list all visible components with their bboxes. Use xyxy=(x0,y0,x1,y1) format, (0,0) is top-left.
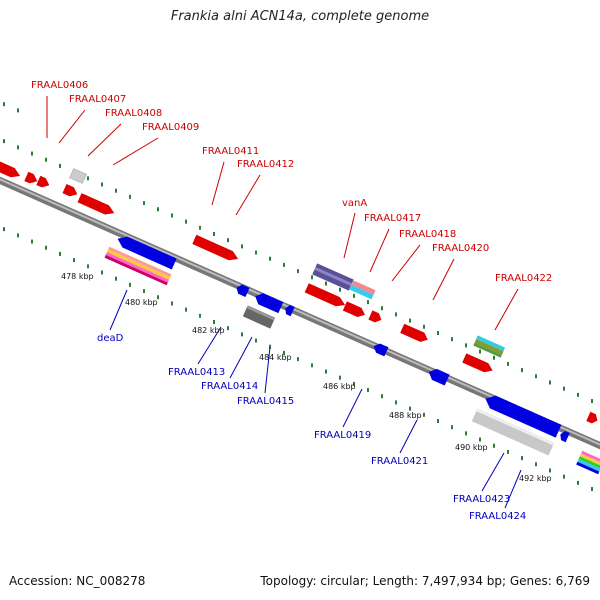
feature-vana[interactable] xyxy=(312,263,354,291)
gene-label[interactable]: FRAAL0407 xyxy=(69,94,126,105)
feature-fraal0426[interactable] xyxy=(576,450,600,475)
leader-line xyxy=(399,419,418,454)
leader-line xyxy=(432,258,455,301)
map-title: Frankia alni ACN14a, complete genome xyxy=(170,9,430,24)
gene-label[interactable]: FRAAL0419 xyxy=(314,430,371,441)
leader-line xyxy=(229,336,253,379)
gene-label[interactable]: FRAAL0406 xyxy=(31,80,88,91)
feature-fraal0420[interactable] xyxy=(400,323,430,345)
feature-fraal0415[interactable] xyxy=(242,305,276,329)
leader-line xyxy=(235,174,261,216)
leader-line xyxy=(211,161,225,206)
leader-line xyxy=(481,452,505,492)
gene-label[interactable]: FRAAL0415 xyxy=(237,396,294,407)
leader-line xyxy=(264,346,271,394)
gene-label[interactable]: FRAAL0413 xyxy=(168,367,225,378)
feature-fraal0418b[interactable] xyxy=(368,310,383,324)
forward-gene-labels: FRAAL0406FRAAL0407FRAAL0408FRAAL0409FRAA… xyxy=(31,80,552,331)
gene-label[interactable]: FRAAL0411 xyxy=(202,146,259,157)
scale-label: 490 kbp xyxy=(455,443,488,452)
scale-label: 478 kbp xyxy=(61,272,94,281)
feature-dead[interactable] xyxy=(115,233,177,270)
gene-label[interactable]: FRAAL0409 xyxy=(142,122,199,133)
feature-fraal0416[interactable] xyxy=(304,283,347,309)
scale-label: 488 kbp xyxy=(389,411,422,420)
leader-line xyxy=(342,388,363,428)
topology-text: Topology: circular; Length: 7,497,934 bp… xyxy=(260,574,590,588)
feature-fraal0410[interactable] xyxy=(104,246,172,286)
feature-fraal0414[interactable] xyxy=(253,291,284,314)
gene-label[interactable]: FRAAL0417 xyxy=(364,213,421,224)
feature-fraal0419[interactable] xyxy=(372,342,389,357)
feature-fraal0414b[interactable] xyxy=(283,304,295,317)
feature-fraal0405[interactable] xyxy=(0,154,22,180)
gene-label[interactable]: FRAAL0418 xyxy=(399,229,456,240)
feature-fraal0421[interactable] xyxy=(426,366,450,386)
leader-line xyxy=(112,137,159,166)
accession-text: Accession: NC_008278 xyxy=(9,574,146,588)
scale-label: 486 kbp xyxy=(323,382,356,391)
gene-label[interactable]: FRAAL0408 xyxy=(105,108,162,119)
feature-fraal0408[interactable] xyxy=(69,168,87,184)
feature-fraal0423b[interactable] xyxy=(558,430,570,443)
reverse-gene-labels: deaD FRAAL0413FRAAL0414FRAAL0415FRAAL0419… xyxy=(97,289,526,522)
feature-fraal0425[interactable] xyxy=(586,411,599,425)
leader-line xyxy=(369,228,390,273)
gene-label[interactable]: FRAAL0423 xyxy=(453,494,510,505)
feature-fraal0422b[interactable] xyxy=(462,353,494,375)
gene-label[interactable]: deaD xyxy=(97,333,124,344)
feature-fraal0406[interactable] xyxy=(24,171,39,186)
gene-label[interactable]: FRAAL0424 xyxy=(469,511,526,522)
feature-fraal0409[interactable] xyxy=(77,193,117,218)
feature-fraal0413[interactable] xyxy=(234,283,250,298)
feature-fraal0407[interactable] xyxy=(36,175,51,190)
feature-fraal0422[interactable] xyxy=(473,335,506,358)
leader-line xyxy=(87,123,122,157)
scale-labels: 478 kbp 480 kbp 482 kbp 484 kbp 486 kbp 488 k… xyxy=(61,272,552,483)
gene-label[interactable]: FRAAL0422 xyxy=(495,273,552,284)
reverse-strand-features xyxy=(104,233,600,475)
scale-label: 484 kbp xyxy=(259,353,292,362)
leader-line xyxy=(343,212,356,259)
leader-line xyxy=(109,289,128,331)
leader-line xyxy=(197,326,222,365)
gene-label[interactable]: FRAAL0414 xyxy=(201,381,258,392)
tick-marks xyxy=(3,102,593,492)
forward-strand-features xyxy=(0,154,599,425)
gene-label[interactable]: FRAAL0420 xyxy=(432,243,489,254)
feature-fraal0408b[interactable] xyxy=(62,183,79,199)
scale-label: 480 kbp xyxy=(125,298,158,307)
gene-label[interactable]: FRAAL0412 xyxy=(237,159,294,170)
feature-fraal0412[interactable] xyxy=(197,237,240,263)
feature-fraal0418[interactable] xyxy=(342,301,367,319)
leader-line xyxy=(391,244,421,282)
feature-fraal0424[interactable] xyxy=(471,408,555,456)
leader-line xyxy=(58,109,86,144)
scale-label: 492 kbp xyxy=(519,474,552,483)
feature-fraal0423[interactable] xyxy=(483,392,562,438)
leader-line xyxy=(494,288,519,331)
scale-label: 482 kbp xyxy=(192,326,225,335)
gene-label[interactable]: vanA xyxy=(342,198,367,209)
feature-fraal0417[interactable] xyxy=(349,280,376,300)
gene-label[interactable]: FRAAL0421 xyxy=(371,456,428,467)
leader-line xyxy=(504,469,522,509)
